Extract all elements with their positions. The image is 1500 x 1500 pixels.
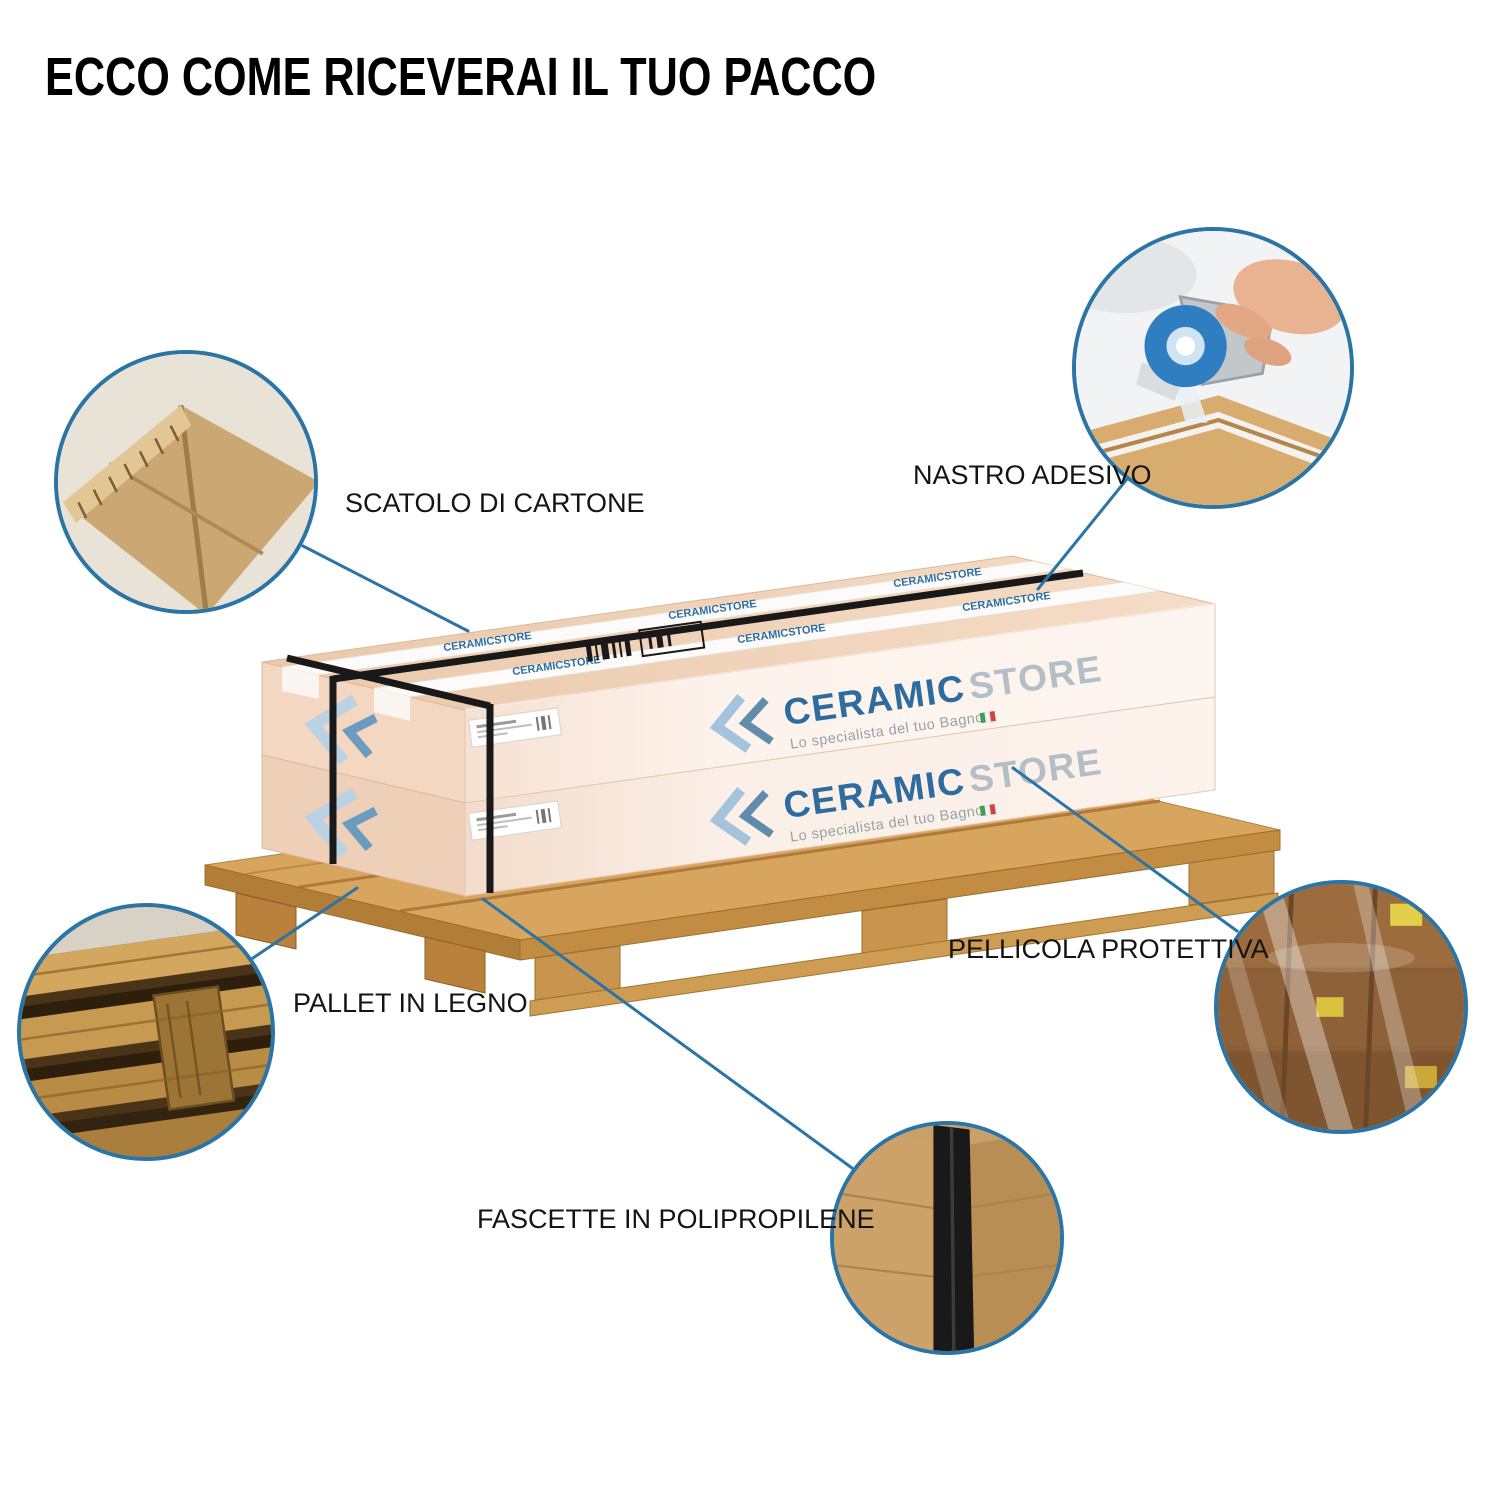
leader-line-scatolo	[301, 544, 470, 633]
leader-line-pellicola	[1011, 766, 1239, 933]
pallet-block	[424, 936, 486, 994]
pallet-deck-edge-left	[204, 864, 521, 961]
callout-photo-wooden-pallet	[17, 903, 275, 1161]
brand-chevron-icon	[738, 697, 774, 745]
brand-chevron-icon	[738, 790, 774, 838]
italian-flag-icon	[979, 711, 996, 724]
brand-chevron-icon	[709, 694, 752, 753]
tape-wrap-end	[374, 688, 410, 721]
callout-photo-stretch-film	[1214, 880, 1468, 1134]
pallet-block	[235, 892, 297, 950]
callout-photo-tape-dispenser	[1072, 227, 1354, 509]
label-fascette-in-polipropilene: FASCETTE IN POLIPROPILENE	[477, 1204, 875, 1234]
tape-dispenser-image	[1076, 231, 1350, 505]
wrapped-pallet-image	[1218, 884, 1464, 1130]
strap-on-box-image	[834, 1125, 1060, 1351]
label-pallet-in-legno: PALLET IN LEGNO	[293, 988, 528, 1018]
wooden-pallet-image	[21, 907, 271, 1157]
callout-photo-strap	[830, 1121, 1064, 1355]
leader-line-pallet	[251, 886, 359, 960]
carton-front-face-lower	[464, 696, 1216, 897]
leader-lines	[251, 477, 1239, 1170]
strap-band	[332, 569, 1084, 683]
callout-photo-cardboard-box	[54, 350, 318, 614]
brand-chevron-icon	[709, 787, 752, 846]
pallet-block	[1188, 850, 1275, 906]
strap-band	[286, 654, 491, 710]
leader-line-fascette	[481, 897, 854, 1170]
cardboard-corner-image	[58, 354, 314, 610]
label-pellicola-protettiva: PELLICOLA PROTETTIVA	[948, 934, 1269, 964]
tape-wrap-end	[282, 667, 319, 699]
label-nastro-adesivo: NASTRO ADESIVO	[913, 460, 1152, 490]
italian-flag-icon	[979, 804, 996, 817]
tape-strip	[281, 560, 1070, 676]
carton-top-front-edge	[464, 603, 1216, 711]
label-scatolo-di-cartone: SCATOLO DI CARTONE	[345, 488, 645, 518]
page-title-text: ECCO COME RICEVERAI IL TUO PACCO	[45, 47, 877, 107]
strapping-bands	[286, 569, 1084, 893]
pallet-plank-gap	[399, 799, 1161, 913]
leader-line-nastro	[1036, 477, 1129, 591]
carton-stack: CERAMICSTORE CERAMICSTORE CERAMICSTORE C…	[261, 555, 1216, 897]
page-title: ECCO COME RICEVERAI IL TUO PACCO	[45, 46, 876, 108]
